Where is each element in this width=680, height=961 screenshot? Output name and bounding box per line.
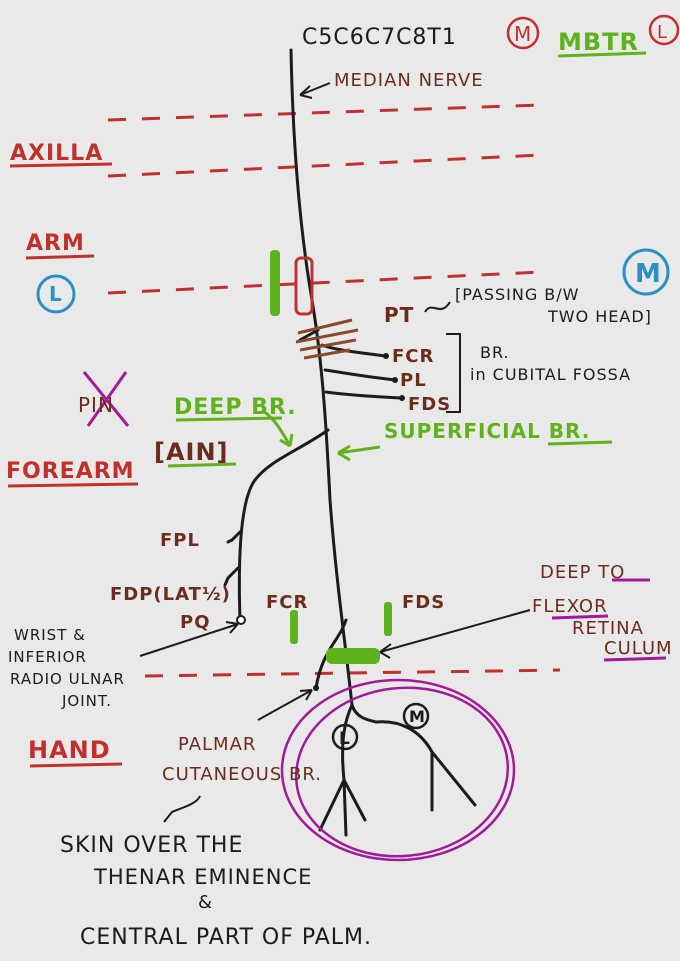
pq-end-dot — [237, 616, 245, 624]
pin-label: PIN — [78, 393, 114, 417]
forearm-underline — [8, 484, 138, 486]
pq-label: PQ — [180, 612, 211, 633]
deep-to-line4: CULUM — [604, 638, 673, 659]
fds-green-bar — [384, 602, 392, 636]
region-axilla: AXILLA — [10, 141, 103, 166]
arm-green-bar — [270, 250, 280, 316]
wrist-line4: JOINT. — [61, 692, 112, 710]
fds-label: FDS — [408, 394, 451, 415]
hand-l-marker: L — [339, 729, 351, 749]
deep-to-line1: DEEP TO — [540, 562, 625, 583]
wrist-line3: RADIO ULNAR — [10, 670, 125, 688]
skin-line3: & — [198, 892, 213, 913]
palmar-line1: PALMAR — [178, 734, 256, 755]
hand-m-marker: M — [409, 707, 426, 726]
arm-left-marker: L — [49, 282, 63, 306]
lateral-digital-2 — [344, 780, 346, 835]
retinaculum-arrow — [380, 610, 530, 658]
hatch-4 — [304, 350, 350, 358]
axilla-lower-line — [108, 155, 540, 176]
skin-line2: THENAR EMINENCE — [93, 865, 312, 889]
skin-line4: CENTRAL PART OF PALM. — [80, 925, 372, 950]
pt-note-line1: [PASSING B/W — [455, 285, 579, 304]
fpl-branch — [228, 532, 240, 542]
nerve-roots: C5C6C7C8T1 — [302, 25, 457, 50]
fcr-lower-label: FCR — [266, 592, 308, 613]
fcr-dot — [383, 353, 389, 359]
pl-branch — [325, 370, 395, 380]
median-nerve-trunk — [291, 50, 376, 722]
mbtr-label: MBTR — [558, 28, 639, 56]
fds-dot — [399, 395, 405, 401]
region-forearm: FOREARM — [6, 459, 135, 484]
deep-to-line3: RETINA — [572, 618, 644, 639]
fdp-branch — [225, 568, 238, 585]
palmar-dot — [313, 685, 319, 691]
medial-hand-branch — [376, 722, 432, 810]
region-arm: ARM — [26, 231, 85, 256]
skin-line1: SKIN OVER THE — [60, 833, 243, 858]
wrist-line1: WRIST & — [14, 626, 86, 644]
pt-label: PT — [384, 303, 414, 327]
ain-label: [AIN] — [154, 438, 229, 466]
palmar-line2: CUTANEOUS BR. — [162, 764, 322, 785]
axilla-upper-line — [108, 105, 540, 120]
lateral-digital-3 — [344, 780, 365, 820]
superficial-branch-arrow — [338, 446, 380, 460]
skin-arrow — [164, 796, 200, 822]
superficial-br-label: SUPERFICIAL BR. — [384, 419, 590, 443]
palmar-arrow — [258, 690, 312, 720]
fdp-label: FDP(LAT½) — [110, 584, 231, 605]
arm-right-marker: M — [635, 259, 662, 289]
fds-branch — [326, 392, 402, 398]
lateral-digital-1 — [320, 780, 344, 830]
deep-br-label: DEEP BR. — [174, 395, 297, 420]
fcr-green-bar — [290, 610, 298, 644]
pt-note-tilde — [425, 302, 450, 312]
flexor-retinaculum-mark — [326, 648, 380, 664]
medial-digital-1 — [432, 752, 475, 805]
arm-underline — [26, 256, 94, 258]
deep-to-line2: FLEXOR — [532, 596, 608, 617]
fds-lower-label: FDS — [402, 592, 445, 613]
pl-dot — [392, 377, 398, 383]
pl-label: PL — [400, 370, 427, 391]
hatch-3 — [300, 340, 356, 350]
nerve-label-arrow — [300, 83, 330, 98]
pt-note-line2: TWO HEAD] — [547, 307, 652, 326]
hand-underline — [30, 764, 122, 766]
wrist-line2: INFERIOR — [8, 648, 87, 666]
wrist-level-line — [145, 670, 560, 676]
circle-l-top-label: L — [657, 22, 668, 43]
fpl-label: FPL — [160, 530, 200, 551]
fcr-label: FCR — [392, 346, 434, 367]
circle-m-label: M — [514, 22, 532, 46]
region-hand: HAND — [28, 736, 111, 764]
hatch-1 — [298, 320, 352, 333]
cubital-line1: BR. — [480, 343, 510, 362]
cubital-line2: in CUBITAL FOSSA — [470, 365, 631, 384]
median-nerve-label: MEDIAN NERVE — [334, 70, 484, 91]
